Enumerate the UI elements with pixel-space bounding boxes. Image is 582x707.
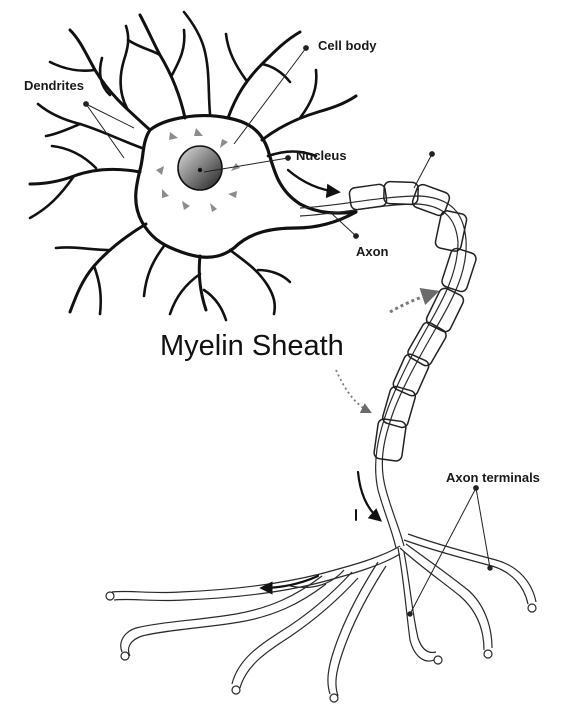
label-dendrites: Dendrites [24, 78, 84, 93]
signal-direction-arrows [262, 170, 436, 588]
arrow-myelin-gray [390, 292, 436, 312]
axon-terminals [106, 534, 536, 702]
label-cell-body: Cell body [318, 38, 377, 53]
arrow-myelin-gray-lower [336, 370, 370, 412]
myelin-sheath [349, 181, 478, 461]
arrow-to-terminals [262, 576, 318, 588]
nucleus-dot [198, 168, 202, 172]
label-myelin-sheath: Myelin Sheath [160, 330, 344, 362]
label-axon: Axon [356, 244, 389, 259]
cell-body [136, 116, 356, 258]
label-nucleus: Nucleus [296, 148, 347, 163]
arrow-soma-to-axon [288, 170, 338, 192]
label-axon-terminals: Axon terminals [446, 470, 540, 485]
